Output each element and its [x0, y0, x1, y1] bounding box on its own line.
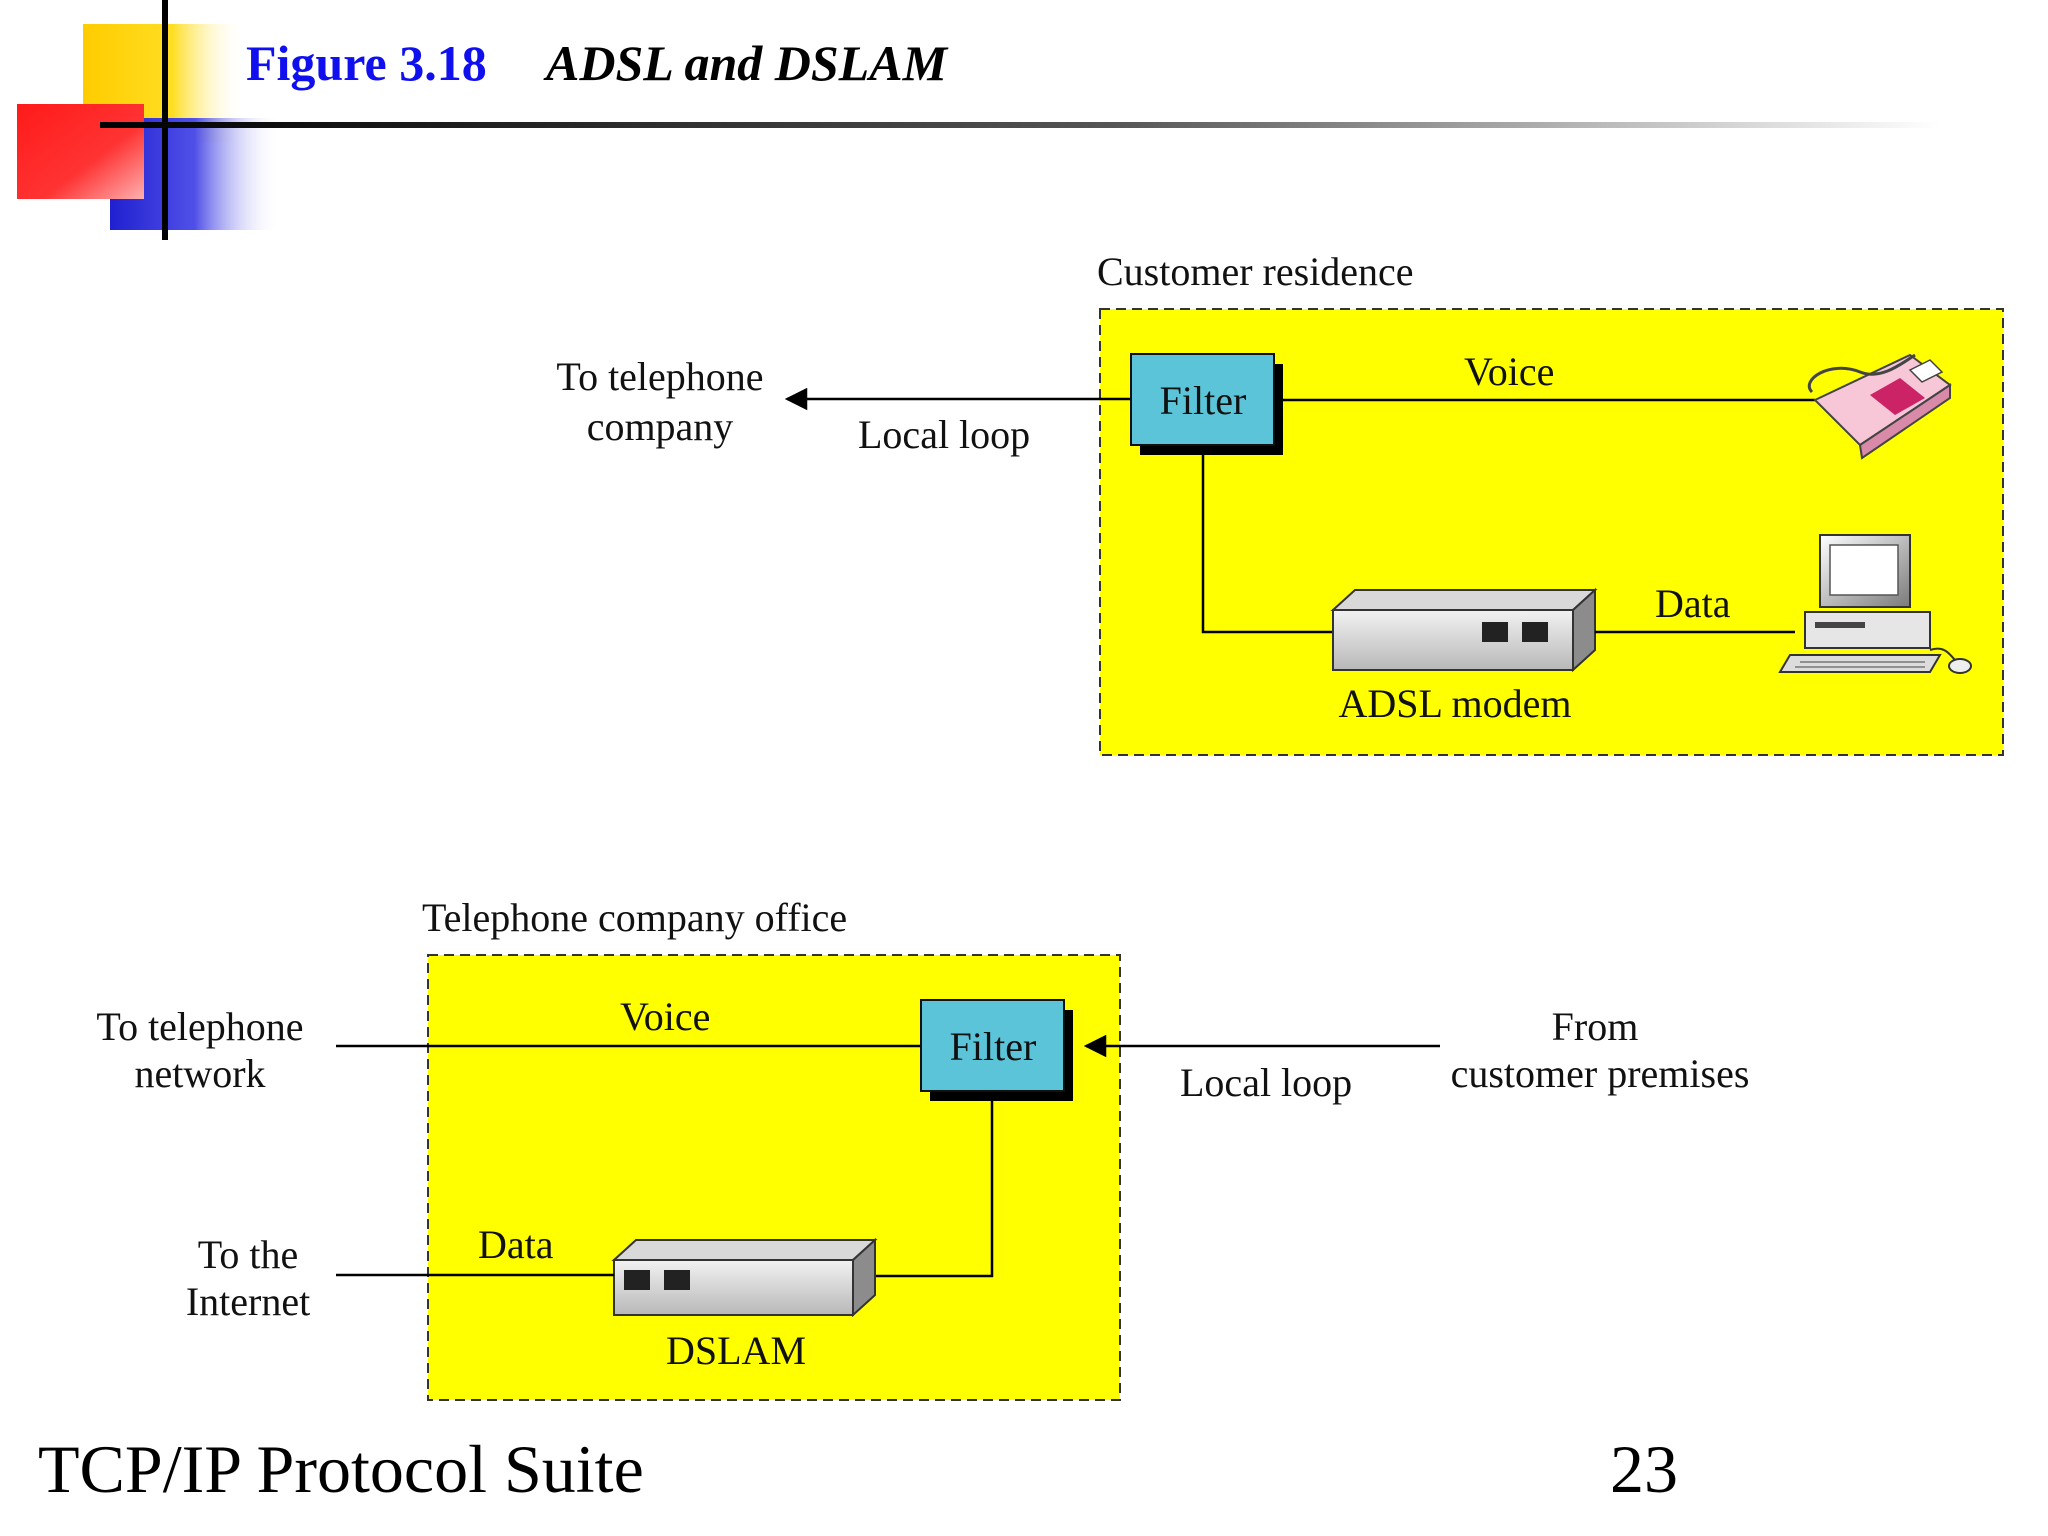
to-telephone-network-line1: To telephone: [96, 1004, 303, 1049]
computer-icon: [1778, 534, 1972, 674]
to-telephone-company-line1: To telephone: [556, 354, 763, 399]
adsl-modem-label: ADSL modem: [1339, 681, 1572, 726]
local-loop-label: Local loop: [858, 412, 1030, 457]
filter-label: Filter: [1160, 378, 1247, 423]
filter-to-dslam-line: [874, 1101, 994, 1278]
telephone-office-diagram: Telephone company office Voice To teleph…: [96, 895, 1750, 1401]
corner-decoration: [17, 0, 1940, 240]
vertical-rule: [162, 0, 168, 240]
to-telephone-company-line2: company: [587, 404, 734, 449]
adsl-modem-icon: [1330, 587, 1598, 673]
filter-box: [1130, 353, 1275, 446]
figure-title: ADSL and DSLAM: [546, 35, 948, 91]
from-customer-line1: From: [1552, 1004, 1639, 1049]
figure-number: Figure 3.18: [246, 35, 487, 91]
telephone-office-label: Telephone company office: [422, 895, 847, 940]
red-square: [17, 104, 144, 199]
dslam-label: DSLAM: [666, 1328, 806, 1373]
to-telephone-network-line2: network: [134, 1051, 265, 1096]
to-internet-line2: Internet: [186, 1279, 310, 1324]
title-underline: [100, 122, 1940, 128]
telephone-icon: [1808, 353, 1952, 460]
dslam-icon: [611, 1237, 878, 1318]
office-filter-label: Filter: [950, 1024, 1037, 1069]
voice-label: Voice: [1464, 349, 1554, 394]
page-number: 23: [1610, 1431, 1678, 1507]
data-label: Data: [1655, 581, 1731, 626]
office-data-label: Data: [478, 1222, 554, 1267]
customer-residence-diagram: Customer residence Local loop To telepho…: [556, 249, 2004, 756]
office-voice-label: Voice: [620, 994, 710, 1039]
customer-filter: Filter: [1130, 353, 1283, 455]
customer-residence-label: Customer residence: [1097, 249, 1414, 294]
filter-to-modem-line: [1201, 455, 1333, 634]
office-local-loop-label: Local loop: [1180, 1060, 1352, 1105]
to-internet-line1: To the: [198, 1232, 299, 1277]
from-customer-line2: customer premises: [1451, 1051, 1750, 1096]
footer-suite-title: TCP/IP Protocol Suite: [38, 1431, 644, 1507]
office-filter-box: [920, 999, 1065, 1092]
office-filter: Filter: [920, 999, 1073, 1101]
